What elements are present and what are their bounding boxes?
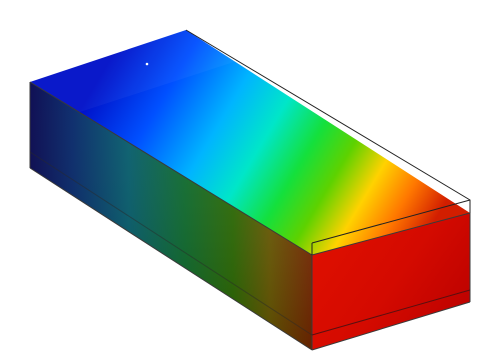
band-lines	[29, 151, 471, 336]
reference-outline	[185, 29, 471, 255]
top-face	[30, 30, 470, 255]
node-marker	[145, 62, 149, 66]
end-face	[312, 213, 470, 350]
model-edges	[29, 81, 471, 351]
